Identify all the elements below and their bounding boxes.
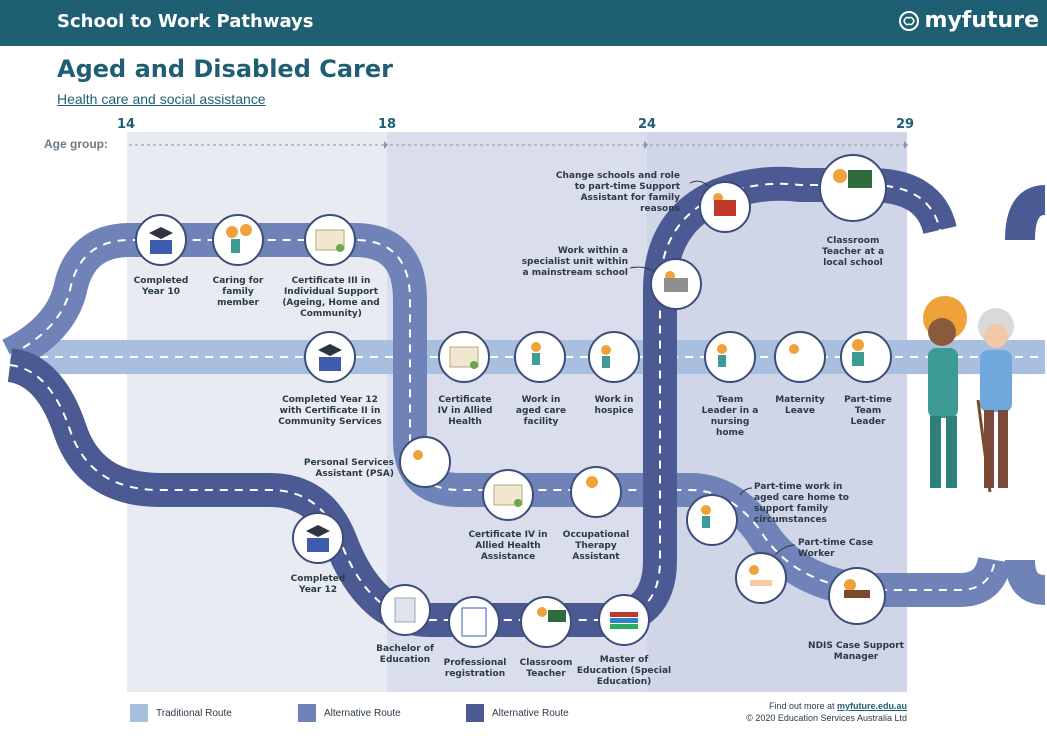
footer-link[interactable]: myfuture.edu.au	[836, 701, 907, 711]
node-team-leader-nursing[interactable]	[704, 331, 756, 383]
alt-route-lower-dashes	[9, 182, 941, 621]
label-completed-year12: Completed Year 12	[290, 574, 346, 595]
footer: Find out more at myfuture.edu.au © 2020 …	[746, 700, 907, 724]
scrub-icons	[231, 239, 864, 528]
label-cert3: Certificate III in Individual Support (A…	[282, 276, 380, 319]
legend-swatch-traditional	[130, 704, 148, 722]
registration-form-icon	[461, 607, 487, 637]
logo-text: myfuture	[924, 8, 1039, 33]
age-18: 18	[378, 117, 397, 132]
label-team-leader-nursing: Team Leader in a nursing home	[701, 395, 759, 438]
road-fragment-bottom	[1005, 559, 1047, 605]
graduation-cap-icon	[306, 525, 330, 552]
callout-arrows	[629, 180, 796, 556]
label-specialist-unit: Work within a specialist unit within a m…	[521, 246, 628, 278]
brain-icon	[898, 10, 919, 31]
label-change-schools: Change schools and role to part-time Sup…	[555, 171, 680, 214]
label-master-education: Master of Education (Special Education)	[576, 655, 672, 687]
label-parttime-aged-care: Part-time work in aged care home to supp…	[754, 482, 849, 525]
footer-copyright: © 2020 Education Services Australia Ltd	[746, 713, 907, 723]
node-psa[interactable]	[399, 436, 451, 488]
brand-title: School to Work Pathways	[57, 11, 314, 32]
label-classroom-teacher: Classroom Teacher	[519, 658, 573, 679]
desk-icon	[750, 580, 772, 586]
chalkboard-icon	[848, 170, 872, 188]
node-maternity-leave[interactable]	[774, 331, 826, 383]
graduation-cap-icon	[149, 227, 173, 254]
header-bar: School to Work Pathways myfuture	[0, 0, 1047, 46]
page-title: Aged and Disabled Carer	[57, 55, 393, 83]
label-psa: Personal Services Assistant (PSA)	[303, 458, 394, 479]
age-group-label: Age group:	[44, 137, 108, 151]
chalkboard-icon	[548, 610, 566, 622]
school-building-icon	[714, 200, 736, 216]
node-work-hospice[interactable]	[588, 331, 640, 383]
legend-label-alt1: Alternative Route	[324, 707, 401, 719]
legend-swatch-alt1	[298, 704, 316, 722]
label-prof-registration: Professional registration	[443, 658, 507, 679]
label-completed-year10: Completed Year 10	[133, 276, 189, 297]
node-parttime-team-leader[interactable]	[840, 331, 892, 383]
certificate-icon	[493, 484, 523, 507]
label-cert4-allied-assistance: Certificate IV in Allied Health Assistan…	[468, 530, 548, 562]
legend-traditional: Traditional Route	[130, 704, 232, 722]
node-parttime-aged-care[interactable]	[686, 494, 738, 546]
age-arrowheads	[384, 141, 908, 149]
node-parttime-case-worker[interactable]	[735, 552, 787, 604]
node-classroom-teacher[interactable]	[520, 596, 572, 648]
legend-swatch-alt2	[466, 704, 484, 722]
label-parttime-case-worker: Part-time Case Worker	[798, 538, 874, 559]
label-bachelor-education: Bachelor of Education	[376, 644, 434, 665]
label-ot-assistant: Occupational Therapy Assistant	[562, 530, 630, 562]
footer-find-out: Find out more at	[768, 701, 835, 711]
legend-alternative-1: Alternative Route	[298, 704, 401, 722]
node-ot-assistant[interactable]	[570, 466, 622, 518]
label-year12-cert2: Completed Year 12 with Certificate II in…	[278, 395, 382, 427]
age-14: 14	[117, 117, 136, 132]
legend-alternative-2: Alternative Route	[466, 704, 569, 722]
alt-route-upper-dashes	[9, 239, 996, 591]
label-classroom-teacher-local: Classroom Teacher at a local school	[821, 236, 885, 268]
myfuture-logo[interactable]: myfuture	[897, 8, 1039, 33]
label-cert4-allied: Certificate IV in Allied Health	[437, 395, 493, 427]
age-24: 24	[638, 117, 657, 132]
label-caring-family: Caring for family member	[212, 276, 264, 308]
road-fragment-top	[1005, 185, 1047, 241]
label-maternity-leave: Maternity Leave	[775, 395, 825, 416]
label-ndis-manager: NDIS Case Support Manager	[808, 641, 904, 662]
label-work-aged-care: Work in aged care facility	[515, 395, 567, 427]
certificate-icon	[315, 229, 345, 252]
age-29: 29	[896, 117, 915, 132]
legend-label-traditional: Traditional Route	[156, 707, 232, 719]
school-unit-icon	[664, 278, 688, 292]
books-icon	[610, 612, 638, 629]
label-work-hospice: Work in hospice	[594, 395, 634, 416]
legend-label-alt2: Alternative Route	[492, 707, 569, 719]
age-band-18-24	[387, 132, 647, 692]
carer-illustration	[923, 296, 1014, 493]
certificate-icon	[449, 346, 479, 369]
industry-link[interactable]: Health care and social assistance	[57, 91, 266, 107]
person-icons	[226, 169, 864, 617]
graduation-cap-icon	[318, 344, 342, 371]
label-parttime-team-leader: Part-time Team Leader	[844, 395, 892, 427]
desk-icon	[844, 590, 870, 598]
diploma-icon	[394, 597, 416, 623]
